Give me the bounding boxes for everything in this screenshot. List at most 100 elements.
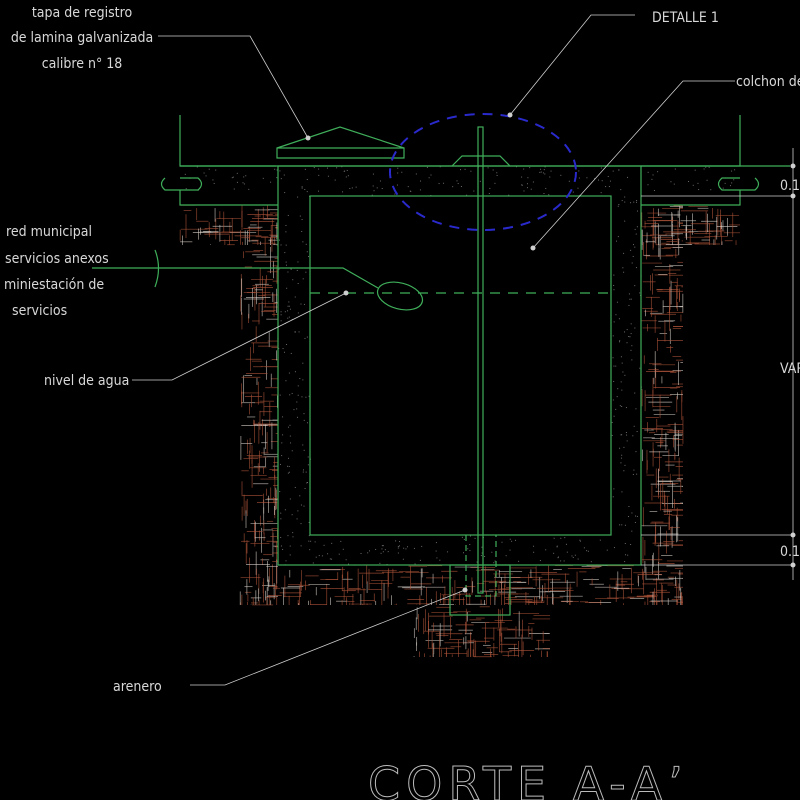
concrete-speck (297, 385, 299, 387)
concrete-speck (566, 551, 568, 553)
concrete-speck (280, 536, 282, 538)
concrete-speck (722, 187, 724, 189)
concrete-speck (327, 553, 329, 555)
concrete-speck (294, 331, 296, 333)
concrete-speck (634, 246, 636, 248)
ground-left (160, 115, 278, 206)
concrete-speck (565, 543, 567, 545)
concrete-speck (620, 457, 622, 459)
concrete-speck (633, 469, 635, 471)
concrete-speck (342, 191, 344, 193)
tank-inner-wall (309, 195, 612, 536)
concrete-speck (630, 323, 632, 325)
leader-detalle (509, 14, 635, 116)
concrete-speck (635, 408, 637, 410)
concrete-speck (302, 278, 304, 280)
concrete-speck (631, 359, 633, 361)
concrete-speck (600, 192, 602, 194)
concrete-speck (430, 174, 432, 176)
label-detalle: DETALLE 1 (652, 10, 719, 26)
concrete-speck (571, 555, 573, 557)
concrete-speck (281, 455, 283, 457)
concrete-speck (514, 539, 516, 541)
concrete-speck (479, 180, 481, 182)
concrete-speck (619, 340, 621, 342)
concrete-speck (341, 166, 343, 168)
concrete-speck (308, 256, 310, 258)
concrete-speck (624, 220, 626, 222)
concrete-speck (279, 491, 281, 493)
concrete-speck (611, 421, 613, 423)
concrete-speck (613, 289, 615, 291)
concrete-speck (280, 518, 282, 520)
concrete-speck (626, 342, 628, 344)
concrete-speck (624, 524, 626, 526)
concrete-speck (577, 187, 579, 189)
float-valve (376, 281, 424, 311)
concrete-speck (303, 413, 305, 415)
concrete-speck (409, 190, 411, 192)
concrete-speck (578, 177, 580, 179)
concrete-speck (626, 329, 628, 331)
lid-tapa (276, 126, 405, 159)
concrete-speck (299, 378, 301, 380)
concrete-speck (463, 552, 465, 554)
concrete-speck (276, 169, 278, 171)
concrete-speck (734, 169, 736, 171)
concrete-speck (318, 174, 320, 176)
concrete-speck (624, 542, 626, 544)
concrete-speck (557, 556, 559, 558)
label-colchon: colchon de (736, 74, 800, 90)
concrete-speck (579, 540, 581, 542)
concrete-speck (673, 183, 675, 185)
concrete-speck (521, 184, 523, 186)
concrete-speck (621, 389, 623, 391)
concrete-speck (243, 183, 245, 185)
tank-outer-wall (277, 165, 642, 566)
leader-colchon (532, 80, 735, 249)
inlet-arrow-icon (154, 249, 160, 288)
concrete-speck (297, 196, 299, 198)
leader-nivel (132, 292, 347, 381)
concrete-speck (636, 200, 638, 202)
concrete-speck (731, 170, 733, 172)
concrete-speck (231, 177, 233, 179)
concrete-speck (631, 530, 633, 532)
concrete-speck (549, 176, 551, 178)
concrete-speck (351, 187, 353, 189)
concrete-speck (299, 495, 301, 497)
concrete-speck (624, 464, 626, 466)
concrete-speck (236, 181, 238, 183)
concrete-speck (376, 187, 378, 189)
concrete-speck (615, 314, 617, 316)
concrete-speck (394, 193, 396, 195)
concrete-speck (635, 515, 637, 517)
concrete-speck (631, 262, 633, 264)
concrete-speck (578, 170, 580, 172)
concrete-speck (284, 192, 286, 194)
concrete-speck (556, 545, 558, 547)
concrete-speck (405, 548, 407, 550)
concrete-speck (544, 173, 546, 175)
concrete-speck (296, 408, 298, 410)
concrete-speck (304, 168, 306, 170)
concrete-speck (457, 183, 459, 185)
concrete-speck (627, 176, 629, 178)
concrete-speck (288, 372, 290, 374)
concrete-speck (382, 551, 384, 553)
concrete-speck (708, 166, 710, 168)
concrete-speck (278, 268, 280, 270)
concrete-speck (634, 392, 636, 394)
concrete-speck (285, 244, 287, 246)
concrete-speck (413, 547, 415, 549)
concrete-speck (421, 545, 423, 547)
concrete-speck (533, 545, 535, 547)
concrete-speck (196, 166, 198, 168)
concrete-speck (215, 169, 217, 171)
concrete-speck (563, 560, 565, 562)
concrete-speck (407, 186, 409, 188)
concrete-speck (287, 472, 289, 474)
concrete-speck (635, 451, 637, 453)
dim-mid: VARIA (780, 361, 800, 377)
